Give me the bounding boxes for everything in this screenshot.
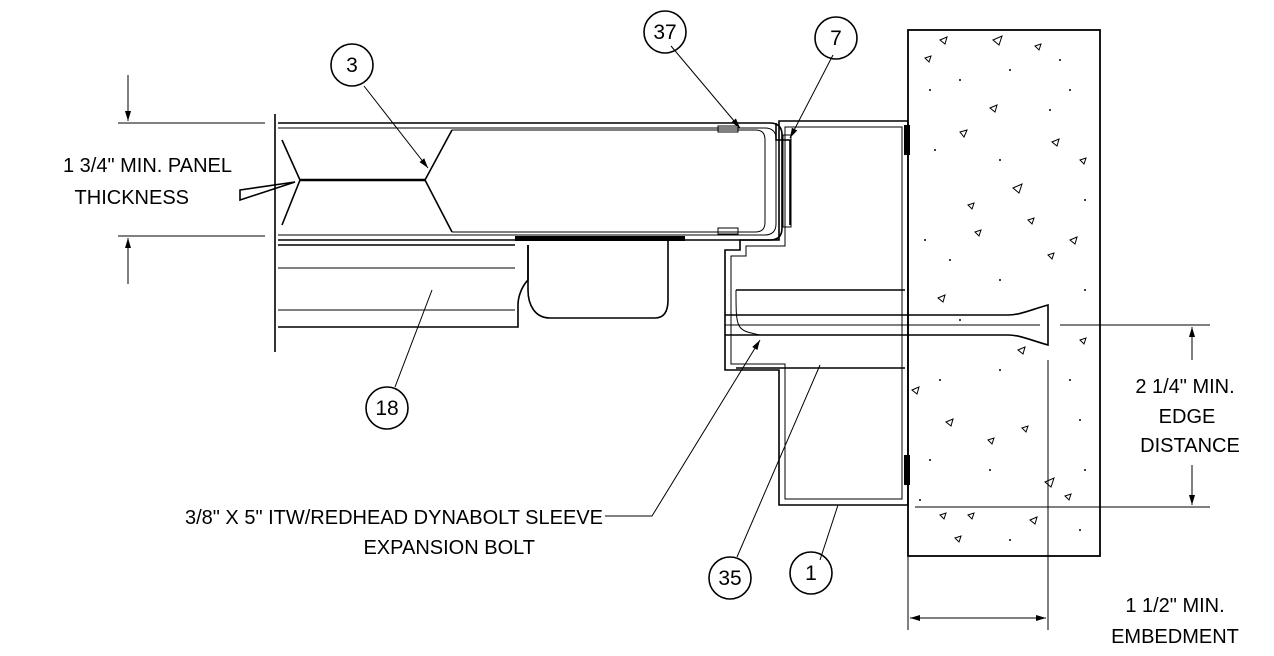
edge-distance-label-line1: 2 1/4" MIN. — [1135, 376, 1234, 398]
leader-lines — [363, 45, 839, 561]
panel-thickness-label-line1: 1 3/4" MIN. PANEL — [63, 155, 232, 177]
embedment-label-line1: 1 1/2" MIN. — [1125, 595, 1224, 617]
svg-text:3: 3 — [346, 54, 358, 77]
panel-thickness-dimension — [118, 75, 265, 284]
edge-distance-label-line3: DISTANCE — [1140, 435, 1240, 457]
svg-text:18: 18 — [375, 397, 398, 420]
edge-distance-dimension — [915, 324, 1210, 508]
item-bubble-35: 35 — [708, 556, 752, 600]
item-bubble-3: 3 — [330, 43, 374, 87]
concrete-sand-dots — [919, 59, 1086, 541]
svg-text:35: 35 — [718, 567, 741, 590]
perimeter-channel — [724, 120, 910, 506]
item-bubble-37: 37 — [643, 10, 687, 54]
item-bubble-7: 7 — [814, 16, 858, 60]
concrete-substrate — [907, 29, 1101, 557]
panel-thickness-label-line2: THICKNESS — [75, 187, 189, 209]
item-bubble-18: 18 — [365, 386, 409, 430]
svg-text:1: 1 — [805, 562, 817, 585]
structural-member — [274, 114, 669, 352]
edge-distance-label-line2: EDGE — [1159, 406, 1216, 428]
svg-text:37: 37 — [653, 21, 676, 44]
svg-text:7: 7 — [830, 27, 842, 50]
bolt-callout-line2: EXPANSION BOLT — [363, 537, 535, 559]
embedment-dimension — [907, 360, 1049, 630]
honeycomb-panel — [239, 122, 792, 241]
item-bubble-1: 1 — [789, 551, 833, 595]
bolt-callout-line1: 3/8" X 5" ITW/REDHEAD DYNABOLT SLEEVE — [185, 507, 603, 529]
embedment-label-line2: EMBEDMENT — [1111, 626, 1239, 648]
expansion-bolt — [725, 289, 1049, 369]
